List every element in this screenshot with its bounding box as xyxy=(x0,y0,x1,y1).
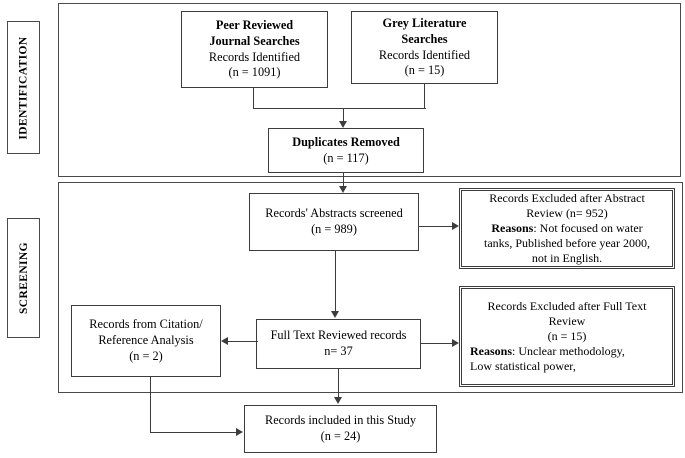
arrow-to-included-from-citation xyxy=(236,428,243,436)
stage-label-identification-text: IDENTIFICATION xyxy=(17,35,30,140)
box-line: Records Identified xyxy=(208,49,301,64)
stage-label-screening-text: SCREENING xyxy=(17,242,30,314)
box-line-count: (n = 15) xyxy=(547,329,587,344)
box-records-excluded-after-full-text: Records Excluded after Full Text Review … xyxy=(458,285,676,388)
box-line: Records included in this Study xyxy=(265,413,416,428)
box-line: Duplicates Removed xyxy=(292,134,400,149)
stage-label-screening: SCREENING xyxy=(7,218,40,338)
box-line: Low statistical power, xyxy=(470,359,576,374)
box-line: Full Text Reviewed records xyxy=(270,328,407,343)
box-line-count: (n = 24) xyxy=(320,429,361,443)
connector-grey-literature-down xyxy=(424,84,426,109)
box-line-reasons: Reasons: Unclear methodology, xyxy=(470,344,664,359)
box-line: Grey Literature xyxy=(382,16,467,31)
box-line: Records' Abstracts screened xyxy=(265,206,403,221)
box-line: not in English. xyxy=(531,251,603,266)
box-peer-reviewed-journal-searches: Peer Reviewed Journal Searches Records I… xyxy=(181,11,328,88)
box-line-count: (n = 15) xyxy=(404,63,445,78)
reasons-text: : Unclear methodology, xyxy=(512,344,625,359)
connector-abstracts-to-excluded xyxy=(419,226,454,228)
connector-citation-to-included xyxy=(150,432,237,434)
box-line: Records Excluded after Full Text xyxy=(487,299,647,313)
box-line: Journal Searches xyxy=(209,33,300,48)
box-records-from-citation-reference-analysis: Records from Citation/ Reference Analysi… xyxy=(71,305,221,377)
connector-full-text-to-included xyxy=(338,369,340,398)
connector-duplicates-to-abstracts xyxy=(343,173,345,186)
box-records-included-in-this-study: Records included in this Study (n = 24) xyxy=(244,405,437,453)
connector-citation-down xyxy=(150,377,152,433)
box-line-count: Review (n= 952) xyxy=(526,205,608,220)
connector-peer-reviewed-down xyxy=(253,88,255,109)
box-line-count: n= 37 xyxy=(324,344,353,358)
connector-merge-bar xyxy=(253,108,426,110)
box-line: Searches xyxy=(401,31,448,46)
box-line: tanks, Published before year 2000, xyxy=(484,236,650,251)
reasons-label: Reasons xyxy=(491,220,534,235)
arrow-to-abstracts-screened xyxy=(339,186,347,193)
reasons-text: : Not focused on water xyxy=(533,220,643,235)
arrow-to-excluded-after-full-text xyxy=(452,339,459,347)
box-line-reasons: Reasons: Not focused on water xyxy=(470,221,664,236)
box-line-count: (n = 989) xyxy=(311,222,357,236)
stage-container-screening xyxy=(58,182,683,393)
box-records-abstracts-screened: Records' Abstracts screened (n = 989) xyxy=(249,193,419,251)
box-grey-literature-searches: Grey Literature Searches Records Identif… xyxy=(351,11,498,84)
box-line: Peer Reviewed xyxy=(215,18,294,33)
box-line: Records Excluded after Abstract xyxy=(489,190,645,205)
box-line-count: (n = 117) xyxy=(323,150,369,165)
arrow-to-excluded-after-abstract xyxy=(452,222,459,230)
box-duplicates-removed: Duplicates Removed (n = 117) xyxy=(268,128,424,173)
connector-merge-to-duplicates xyxy=(343,108,345,122)
connector-abstracts-to-full-text xyxy=(335,251,337,312)
box-line: Review xyxy=(548,314,586,329)
box-line-count: (n = 1091) xyxy=(228,65,281,80)
arrow-to-included-from-full-text xyxy=(334,397,342,404)
box-line: Records Identified xyxy=(378,47,471,62)
connector-full-text-to-excluded xyxy=(421,343,454,345)
stage-label-identification: IDENTIFICATION xyxy=(7,21,40,154)
box-line: Records from Citation/ xyxy=(89,317,203,332)
reasons-label: Reasons xyxy=(470,344,513,359)
box-records-excluded-after-abstract: Records Excluded after Abstract Review (… xyxy=(458,187,676,270)
box-full-text-reviewed-records: Full Text Reviewed records n= 37 xyxy=(256,319,421,369)
arrow-to-full-text-reviewed xyxy=(331,311,339,318)
box-line-count: (n = 2) xyxy=(129,348,163,363)
connector-full-text-to-citation xyxy=(228,341,258,343)
box-line: Reference Analysis xyxy=(98,333,194,348)
stage-container-identification xyxy=(58,3,681,177)
arrow-to-duplicates-removed xyxy=(339,121,347,128)
arrow-to-citation-reference xyxy=(221,337,228,345)
